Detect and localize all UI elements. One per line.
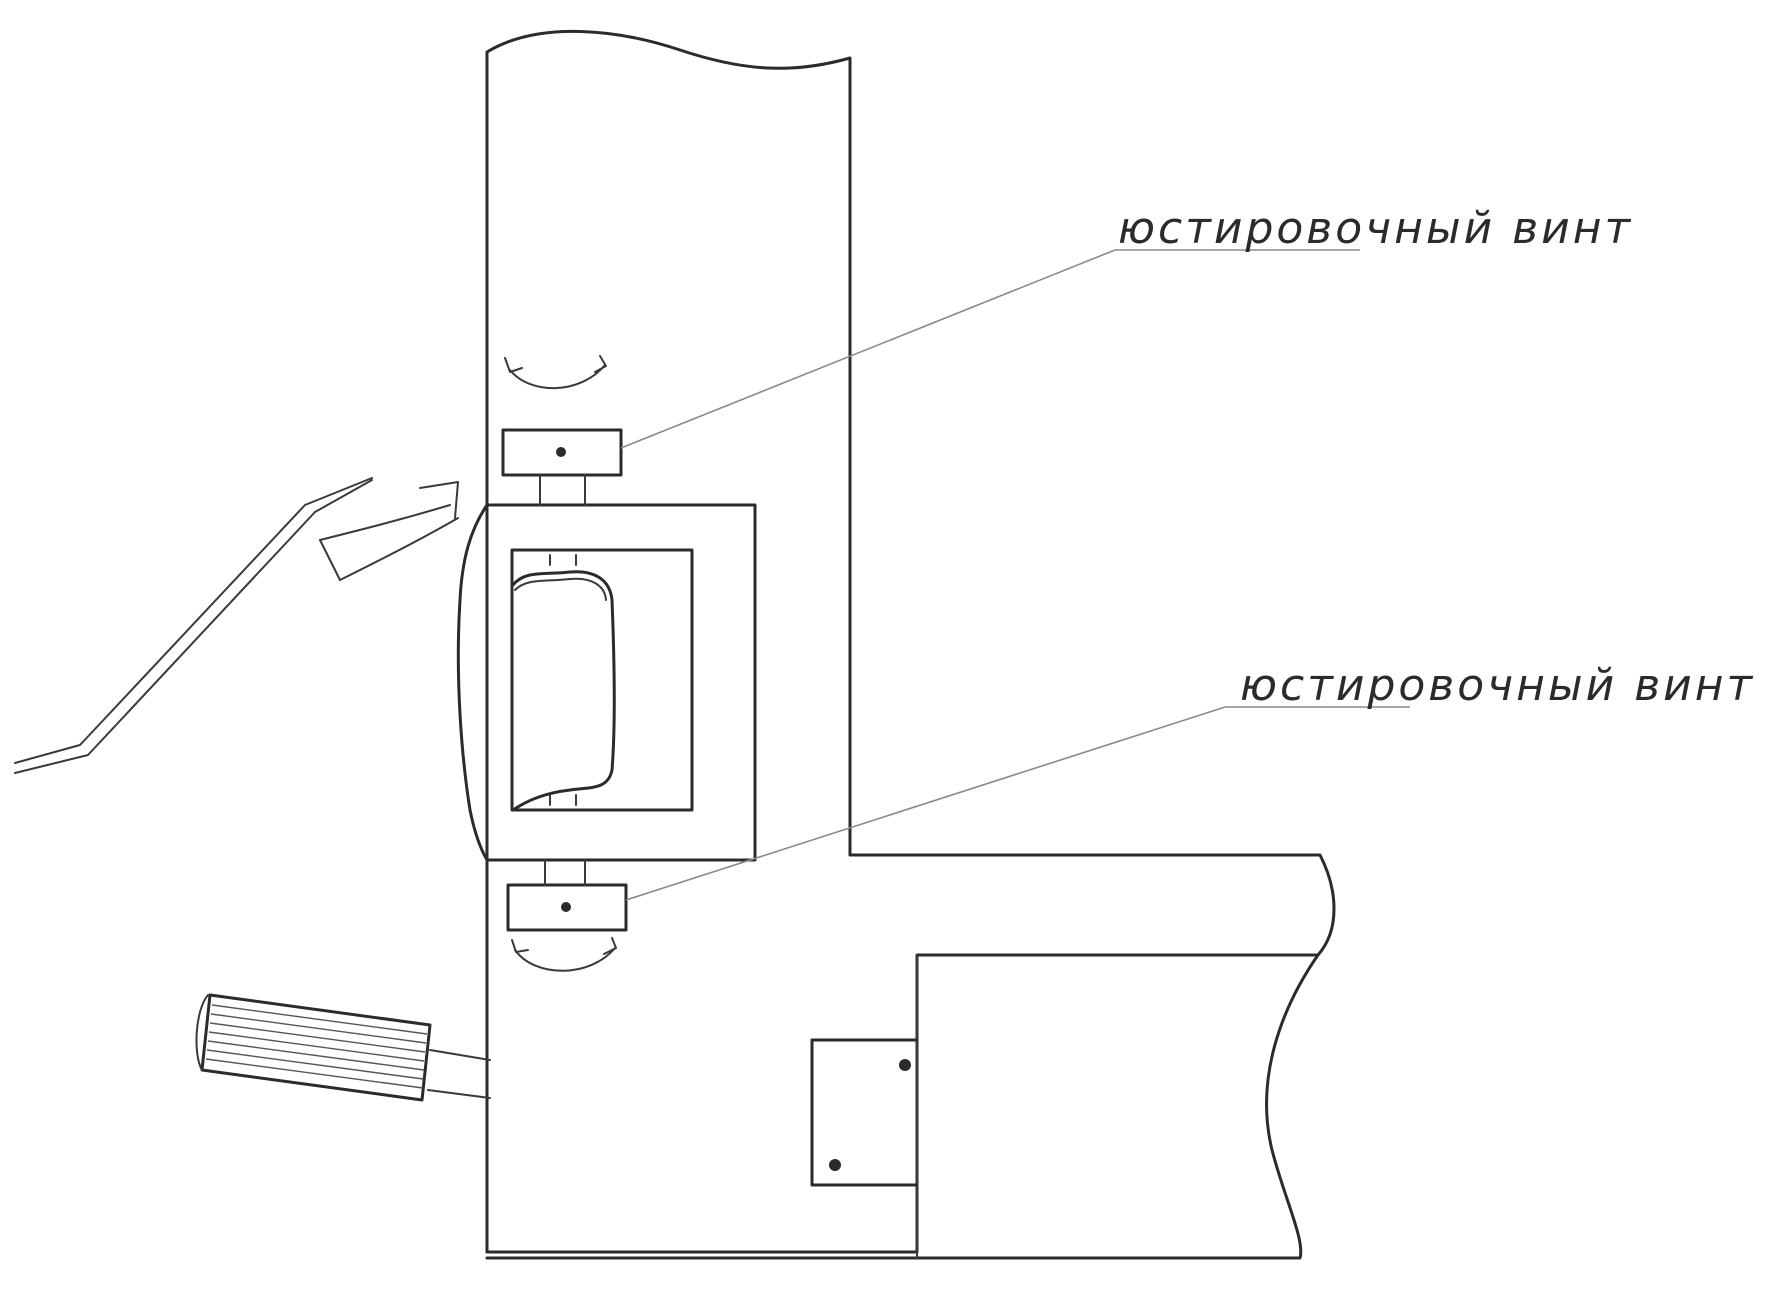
vertical-column <box>485 29 852 1254</box>
plate-screw-bottom <box>829 1159 841 1171</box>
inner-window <box>510 548 694 812</box>
mounting-plate <box>810 1038 919 1187</box>
roller-element <box>511 570 616 812</box>
outer-frame <box>456 503 757 862</box>
bottom-adjusting-screw <box>506 859 628 932</box>
label-bottom-adjusting-screw: юстировочный винт <box>1240 660 1755 711</box>
leader-line-top <box>620 249 1360 449</box>
leader-line-bottom <box>625 706 1410 901</box>
direction-arrow-icon <box>319 481 459 581</box>
rotation-arrow-top-icon <box>504 355 607 390</box>
top-screw-dot <box>556 447 566 457</box>
base-block <box>485 853 1336 1260</box>
top-adjusting-screw <box>501 428 623 506</box>
knurled-knob <box>195 993 491 1102</box>
knurl-lines <box>205 1004 428 1089</box>
rotation-arrow-bottom-icon <box>511 937 617 972</box>
probe-tool <box>14 477 373 774</box>
bottom-screw-dot <box>561 902 571 912</box>
label-top-adjusting-screw: юстировочный винт <box>1118 203 1633 254</box>
plate-screw-top <box>899 1059 911 1071</box>
